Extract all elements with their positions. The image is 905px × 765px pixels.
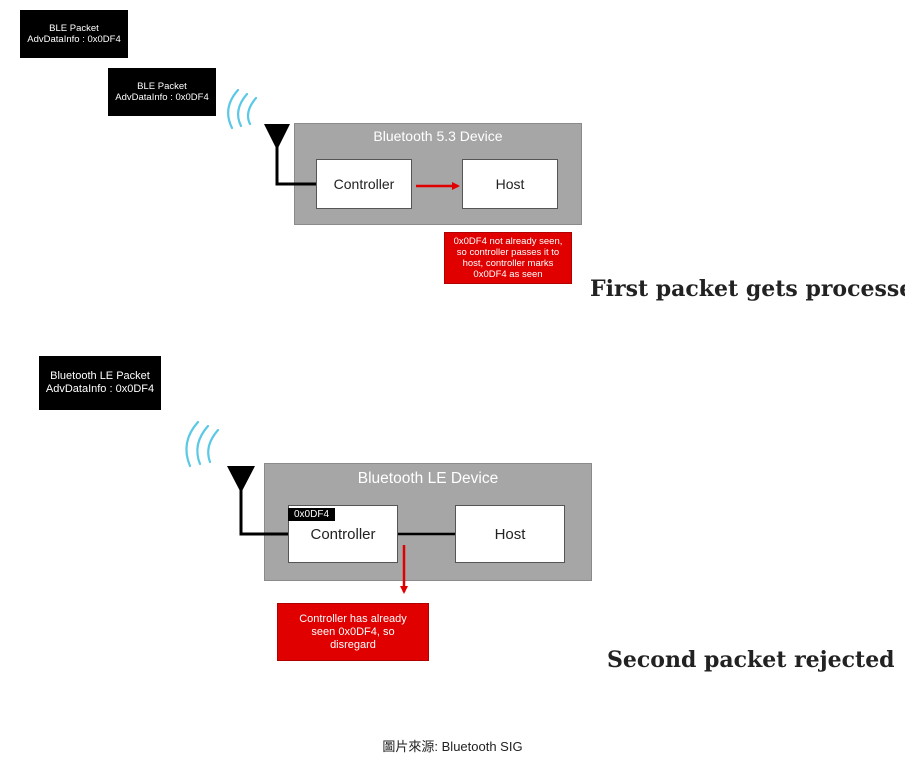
ble-packet-2: BLE Packet AdvDataInfo : 0x0DF4 xyxy=(108,68,216,116)
packet-title: BLE Packet xyxy=(137,81,187,92)
source-credit: 圖片來源: Bluetooth SIG xyxy=(382,739,523,754)
processed-note: 0x0DF4 not already seen, so controller p… xyxy=(444,232,572,284)
signal-waves-icon xyxy=(185,420,220,468)
antenna-icon xyxy=(227,466,288,536)
host-label: Host xyxy=(494,525,526,543)
controller-label: Controller xyxy=(333,176,395,192)
caption-first-packet: First packet gets processed xyxy=(590,276,905,302)
packet-title: BLE Packet xyxy=(49,23,99,34)
controller-label: Controller xyxy=(310,525,376,543)
ble-packet-1: BLE Packet AdvDataInfo : 0x0DF4 xyxy=(20,10,128,58)
rejected-note: Controller has already seen 0x0DF4, so d… xyxy=(277,603,429,661)
device-title: Bluetooth LE Device xyxy=(357,470,499,487)
packet-info: AdvDataInfo : 0x0DF4 xyxy=(27,34,121,45)
host-box: Host xyxy=(455,505,565,563)
controller-box: Controller xyxy=(316,159,412,209)
note-text: 0x0DF4 not already seen, so controller p… xyxy=(453,236,563,280)
signal-waves-icon xyxy=(227,88,258,130)
bluetooth-le-packet: Bluetooth LE Packet AdvDataInfo : 0x0DF4 xyxy=(39,356,161,410)
packet-title: Bluetooth LE Packet xyxy=(50,370,150,382)
seen-tag: 0x0DF4 xyxy=(288,508,336,521)
caption-second-packet: Second packet rejected xyxy=(607,647,895,673)
packet-info: AdvDataInfo : 0x0DF4 xyxy=(45,383,155,395)
note-text: Controller has already seen 0x0DF4, so d… xyxy=(299,612,407,651)
packet-info: AdvDataInfo : 0x0DF4 xyxy=(115,92,209,103)
host-box: Host xyxy=(462,159,558,209)
device-title: Bluetooth 5.3 Device xyxy=(373,128,503,144)
host-label: Host xyxy=(495,176,525,192)
antenna-icon xyxy=(264,124,316,186)
